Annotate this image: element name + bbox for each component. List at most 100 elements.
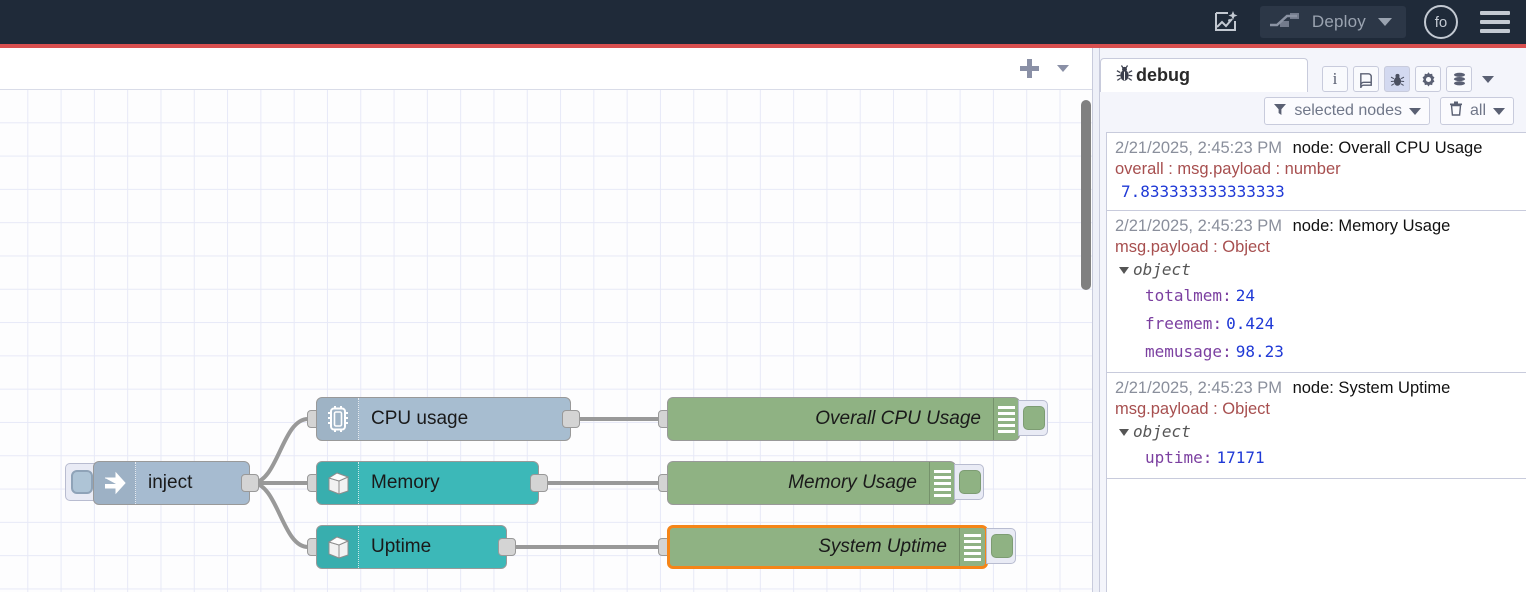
tab-debug-label: debug bbox=[1136, 65, 1190, 85]
node-output-port[interactable] bbox=[530, 474, 548, 492]
help-book-icon[interactable] bbox=[1353, 66, 1379, 92]
bug-icon bbox=[1115, 64, 1134, 88]
debug-message-header: 2/21/2025, 2:45:23 PM node: Memory Usage bbox=[1115, 215, 1520, 237]
property-value: 0.424 bbox=[1226, 314, 1275, 333]
debug-object-property: uptime:17171 bbox=[1145, 448, 1265, 467]
gear-icon[interactable] bbox=[1415, 66, 1441, 92]
debug-message-list[interactable]: 2/21/2025, 2:45:23 PM node: Overall CPU … bbox=[1106, 132, 1526, 592]
deploy-icon bbox=[1268, 10, 1302, 35]
node-debug-overall-cpu-usage-body[interactable]: Overall CPU Usage bbox=[667, 397, 1020, 441]
debug-message-header: 2/21/2025, 2:45:23 PM node: Overall CPU … bbox=[1115, 137, 1520, 159]
debug-tab-row: debug i bbox=[1100, 56, 1526, 92]
debug-source-node: node: Memory Usage bbox=[1292, 217, 1451, 235]
deploy-label: Deploy bbox=[1311, 12, 1366, 31]
flow-wires bbox=[250, 417, 668, 549]
tab-debug[interactable]: debug bbox=[1100, 58, 1308, 92]
node-label: inject bbox=[148, 472, 193, 493]
node-label: CPU usage bbox=[371, 408, 469, 429]
chevron-down-icon[interactable] bbox=[1408, 107, 1421, 115]
triangle-down-icon[interactable] bbox=[1119, 267, 1129, 274]
node-debug-system-uptime-body[interactable]: System Uptime bbox=[667, 525, 988, 569]
chevron-down-icon[interactable] bbox=[1493, 107, 1505, 115]
context-data-icon[interactable] bbox=[1446, 66, 1472, 92]
property-value: 98.23 bbox=[1235, 342, 1284, 361]
node-label: Overall CPU Usage bbox=[815, 408, 981, 429]
chevron-down-icon[interactable] bbox=[1050, 56, 1076, 82]
filter-selected-nodes[interactable]: selected nodes bbox=[1264, 97, 1430, 125]
debug-object-property: memusage:98.23 bbox=[1145, 342, 1284, 361]
trash-icon bbox=[1449, 101, 1463, 121]
debug-message[interactable]: 2/21/2025, 2:45:23 PM node: Memory Usage… bbox=[1107, 211, 1526, 373]
clear-all-button[interactable]: all bbox=[1439, 97, 1514, 125]
debug-object-label: object bbox=[1133, 422, 1191, 441]
filter-selected-nodes-label: selected nodes bbox=[1294, 102, 1402, 119]
property-key: memusage bbox=[1145, 342, 1223, 361]
debug-panel: debug i bbox=[1100, 48, 1526, 592]
avatar[interactable]: fo bbox=[1424, 5, 1458, 39]
node-uptime-body[interactable]: Uptime bbox=[316, 525, 507, 569]
node-label: Memory bbox=[371, 472, 440, 493]
app-header: Deploy fo bbox=[0, 0, 1526, 44]
debug-source-node: node: System Uptime bbox=[1292, 379, 1451, 397]
funnel-icon bbox=[1273, 102, 1287, 121]
debug-message[interactable]: 2/21/2025, 2:45:23 PM node: Overall CPU … bbox=[1107, 133, 1526, 211]
node-output-port[interactable] bbox=[562, 410, 580, 428]
chevron-down-icon[interactable] bbox=[1477, 75, 1499, 83]
deploy-button[interactable]: Deploy bbox=[1259, 6, 1406, 38]
cpu-chip-icon bbox=[317, 398, 359, 440]
debug-message-header: 2/21/2025, 2:45:23 PM node: System Uptim… bbox=[1115, 377, 1520, 399]
debug-object-label: object bbox=[1133, 260, 1191, 279]
hamburger-menu-icon[interactable] bbox=[1480, 6, 1510, 38]
debug-lines-icon bbox=[959, 528, 985, 566]
property-key: freemem bbox=[1145, 314, 1213, 333]
node-memory-body[interactable]: Memory bbox=[316, 461, 539, 505]
panel-resize-handle[interactable] bbox=[1092, 48, 1100, 592]
property-value: 24 bbox=[1235, 286, 1255, 305]
node-debug-memory-usage-body[interactable]: Memory Usage bbox=[667, 461, 956, 505]
debug-message[interactable]: 2/21/2025, 2:45:23 PM node: System Uptim… bbox=[1107, 373, 1526, 479]
node-label: Uptime bbox=[371, 536, 432, 557]
inject-trigger-button[interactable] bbox=[65, 463, 95, 501]
debug-topic: msg.payload : Object bbox=[1115, 238, 1270, 256]
node-label: Memory Usage bbox=[788, 472, 917, 493]
debug-object-property: totalmem:24 bbox=[1145, 286, 1255, 305]
debug-object-toggle[interactable]: object bbox=[1115, 420, 1520, 444]
debug-enable-toggle[interactable] bbox=[954, 464, 984, 500]
flow-sparkle-icon[interactable] bbox=[1206, 4, 1246, 40]
debug-topic: msg.payload : Object bbox=[1115, 400, 1270, 418]
flow-canvas-pane[interactable]: inject bbox=[0, 48, 1092, 592]
property-value: 17171 bbox=[1216, 448, 1265, 467]
clear-all-label: all bbox=[1469, 102, 1486, 119]
debug-object-property: freemem:0.424 bbox=[1145, 314, 1275, 333]
debug-topic: overall : msg.payload : number bbox=[1115, 160, 1341, 178]
node-label: System Uptime bbox=[818, 536, 947, 557]
node-output-port[interactable] bbox=[241, 474, 259, 492]
debug-lines-icon bbox=[929, 462, 955, 504]
info-icon[interactable]: i bbox=[1322, 66, 1348, 92]
node-cpu-usage-body[interactable]: CPU usage bbox=[316, 397, 571, 441]
bug-icon[interactable] bbox=[1384, 66, 1410, 92]
property-key: totalmem bbox=[1145, 286, 1223, 305]
property-key: uptime bbox=[1145, 448, 1203, 467]
debug-timestamp: 2/21/2025, 2:45:23 PM bbox=[1115, 217, 1282, 235]
debug-enable-toggle[interactable] bbox=[1018, 400, 1048, 436]
server-box-icon bbox=[317, 526, 359, 568]
flow-tab-toolbar bbox=[0, 48, 1092, 90]
triangle-down-icon[interactable] bbox=[1119, 429, 1129, 436]
debug-lines-icon bbox=[993, 398, 1019, 440]
debug-filter-row: selected nodes all bbox=[1100, 94, 1526, 128]
debug-value: 7.833333333333333 bbox=[1121, 182, 1285, 201]
debug-timestamp: 2/21/2025, 2:45:23 PM bbox=[1115, 139, 1282, 157]
chevron-down-icon[interactable] bbox=[1378, 18, 1392, 26]
node-inject-body[interactable]: inject bbox=[93, 461, 250, 505]
debug-timestamp: 2/21/2025, 2:45:23 PM bbox=[1115, 379, 1282, 397]
debug-tool-buttons: i bbox=[1322, 66, 1499, 92]
arrow-right-icon bbox=[94, 462, 136, 504]
node-output-port[interactable] bbox=[498, 538, 516, 556]
canvas-vertical-scrollbar[interactable] bbox=[1081, 100, 1091, 290]
debug-object-toggle[interactable]: object bbox=[1115, 258, 1520, 282]
debug-enable-toggle[interactable] bbox=[986, 528, 1016, 564]
flow-grid[interactable]: inject bbox=[0, 90, 1092, 592]
plus-icon[interactable] bbox=[1016, 55, 1044, 83]
server-box-icon bbox=[317, 462, 359, 504]
